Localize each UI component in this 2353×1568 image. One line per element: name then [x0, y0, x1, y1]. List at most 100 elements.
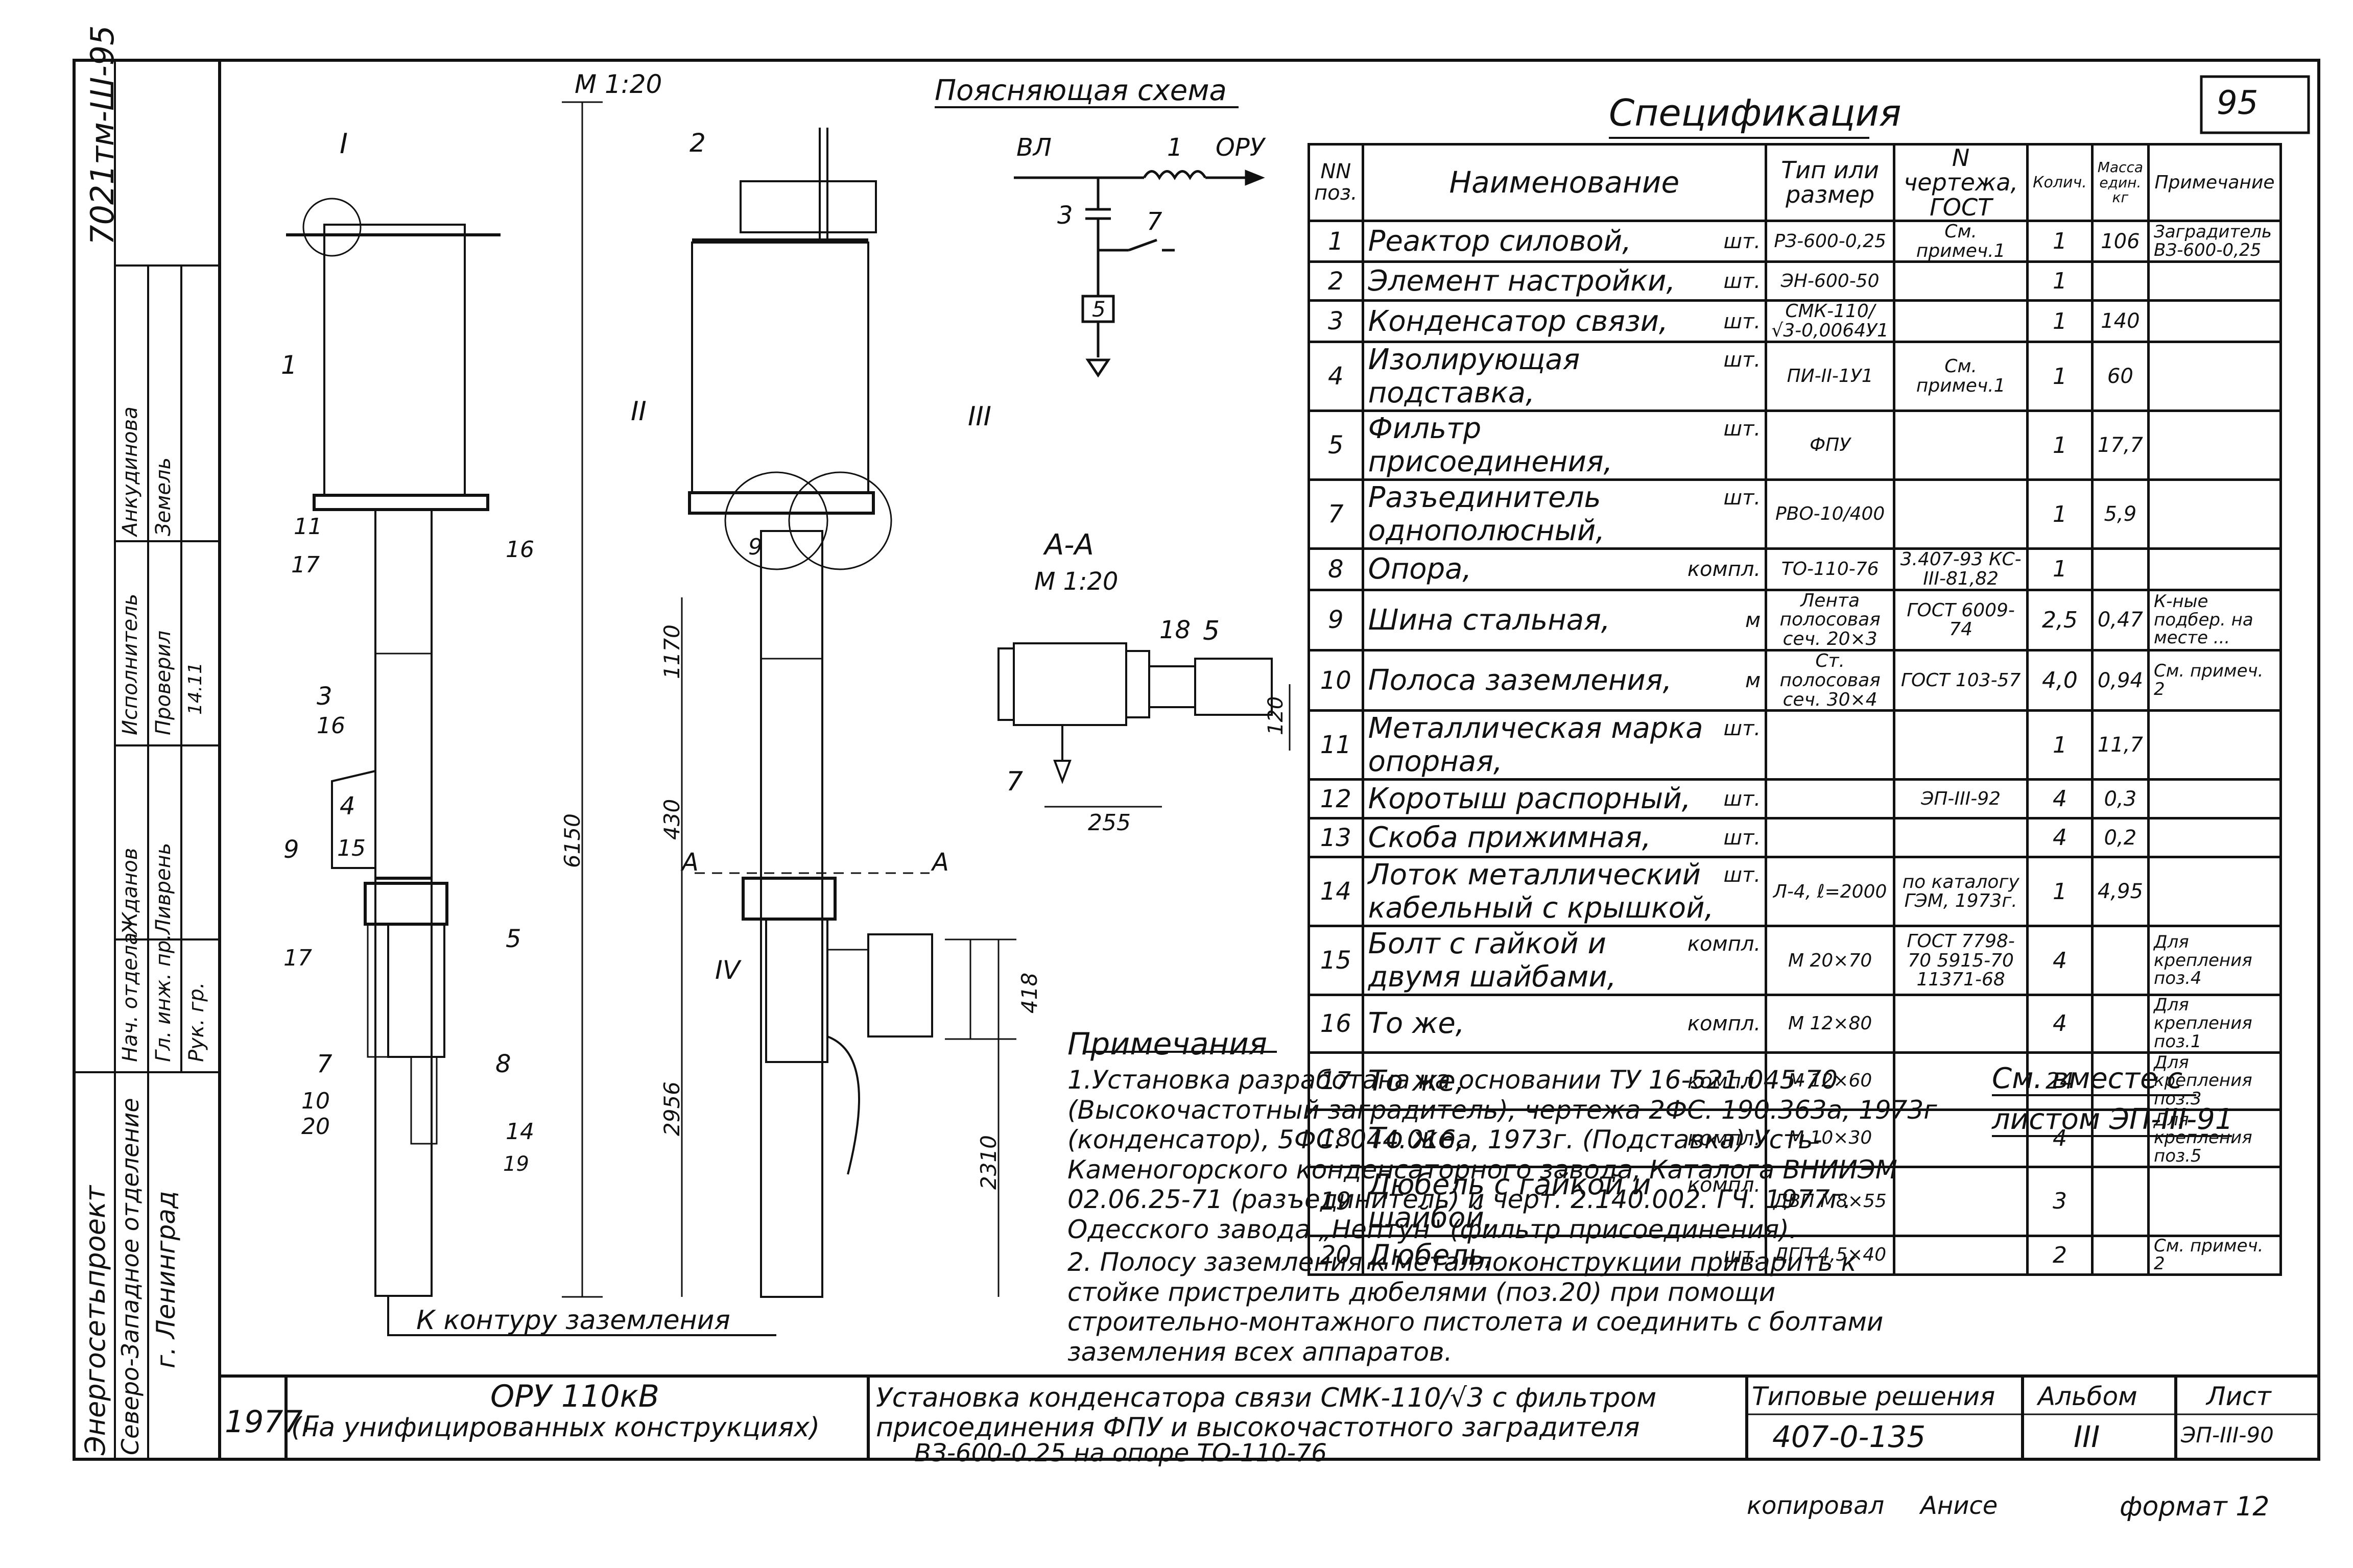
- section-dim-120: 120: [1264, 696, 1288, 735]
- spec-cell-note: [2147, 709, 2282, 781]
- spec-item-unit: шт.: [1723, 270, 1761, 294]
- spec-cell-name: шт.Лоток металлический кабельный с крышк…: [1361, 856, 1768, 928]
- stamp-role-1: Нач. отдела: [118, 932, 142, 1062]
- spec-cell-name: шт.Металлическая марка опорная,: [1361, 709, 1768, 781]
- spec-cell-note: [2147, 547, 2282, 591]
- spec-cell-note: См. примеч. 2: [2147, 649, 2282, 712]
- spec-cell-qty: 4: [2026, 778, 2094, 820]
- section-mark-a-left: A: [682, 848, 699, 877]
- album-label: Альбом: [2038, 1382, 2137, 1411]
- spec-header-qty: Колич.: [2026, 143, 2094, 222]
- spec-cell-gost: [1893, 709, 2029, 781]
- spec-cell-no: 16: [1308, 994, 1364, 1054]
- spec-cell-no: 2: [1308, 260, 1364, 302]
- spec-item-unit: шт.: [1723, 348, 1761, 372]
- spec-cell-type: РЗ-600-0,25: [1765, 219, 1896, 263]
- spec-cell-mass: 0,94: [2090, 649, 2150, 712]
- spec-cell-no: 3: [1308, 299, 1364, 344]
- callout-I: I: [340, 128, 348, 160]
- spec-title: Спецификация: [1609, 91, 1902, 134]
- spec-header-name: Наименование: [1361, 143, 1768, 222]
- spec-cell-no: 9: [1308, 588, 1364, 652]
- label-pos-8: 8: [495, 1050, 511, 1078]
- spec-cell-qty: 4,0: [2026, 649, 2094, 712]
- main-scale: М 1:20: [575, 69, 662, 99]
- spec-cell-gost: [1893, 1165, 2029, 1237]
- spec-cell-note: [2147, 341, 2282, 413]
- spec-cell-name: шт.Разъединитель однополюсный,: [1361, 478, 1768, 550]
- spec-cell-type: ПИ-II-1У1: [1765, 341, 1896, 413]
- note-1: 1.Установка разработана на основании ТУ …: [1067, 1065, 1937, 1244]
- spec-item-name: Шина стальная,: [1368, 603, 1610, 637]
- spec-cell-mass: [2090, 1234, 2150, 1276]
- sheet-number-box: [2200, 75, 2310, 134]
- section-title: А-А: [1044, 528, 1094, 562]
- front-view: [286, 101, 603, 1298]
- spec-cell-mass: 0,47: [2090, 588, 2150, 652]
- spec-header-gost: N чертежа, ГОСТ: [1893, 143, 2029, 222]
- spec-cell-type: М 10×30: [1765, 1108, 1896, 1168]
- label-pos-1: 1: [281, 350, 297, 380]
- album-number: III: [2074, 1419, 2100, 1454]
- spec-cell-type: М 20×70: [1765, 925, 1896, 997]
- spec-cell-mass: 11,7: [2090, 709, 2150, 781]
- spec-cell-gost: по каталогу ГЭМ, 1973г.: [1893, 856, 2029, 928]
- spec-cell-note: Заградитель ВЗ-600-0,25: [2147, 219, 2282, 263]
- stamp-role-3: Рук. гр.: [185, 982, 208, 1062]
- notes-title: Примечания: [1067, 1026, 1267, 1062]
- schema-pos-3: 3: [1057, 201, 1073, 230]
- section-aa-drawing: [997, 642, 1291, 808]
- spec-item-name: Полоса заземления,: [1368, 664, 1672, 697]
- spec-item-name: Конденсатор связи,: [1368, 304, 1668, 338]
- spec-item-unit: компл.: [1687, 1069, 1761, 1093]
- label-pos-14: 14: [506, 1119, 534, 1145]
- section-pos-5: 5: [1203, 616, 1220, 646]
- spec-cell-no: 10: [1308, 649, 1364, 712]
- spec-cell-type: СМК-110/√3-0,0064У1: [1765, 299, 1896, 344]
- dim-6150: 6150: [560, 813, 585, 868]
- label-pos-19: 19: [503, 1152, 529, 1176]
- spec-cell-mass: [2090, 925, 2150, 997]
- spec-cell-name: шт.Реактор силовой,: [1361, 219, 1768, 263]
- spec-item-unit: шт.: [1723, 309, 1761, 333]
- see-also-line-1: См. вместе с: [1992, 1062, 2183, 1095]
- spec-cell-qty: 2: [2026, 1234, 2094, 1276]
- spec-cell-note: [2147, 260, 2282, 302]
- spec-item-unit: компл.: [1687, 1173, 1761, 1197]
- spec-cell-name: компл.Болт с гайкой и двумя шайбами,: [1361, 925, 1768, 997]
- section-pos-7: 7: [1006, 766, 1024, 797]
- sheet-frame: [73, 59, 2320, 1461]
- schema-pos-5: 5: [1092, 297, 1106, 322]
- label-pos-16-top: 16: [506, 537, 534, 563]
- spec-cell-type: РВО-10/400: [1765, 478, 1896, 550]
- spec-item-unit: шт.: [1723, 230, 1761, 254]
- spec-cell-qty: 4: [2026, 817, 2094, 859]
- spec-item-name: Лоток металлический кабельный с крышкой,: [1368, 858, 1714, 925]
- stamp-name-4: Анкудинова: [118, 406, 142, 536]
- spec-cell-no: 7: [1308, 478, 1364, 550]
- spec-header-type: Тип или размер: [1765, 143, 1896, 222]
- spec-cell-no: 8: [1308, 547, 1364, 591]
- spec-cell-qty: 1: [2026, 299, 2094, 344]
- spec-cell-qty: 1: [2026, 260, 2094, 302]
- spec-cell-no: 11: [1308, 709, 1364, 781]
- copied-label: копировал: [1747, 1491, 1885, 1520]
- spec-item-unit: компл.: [1687, 932, 1761, 956]
- spec-cell-name: шт.Дюбель,: [1361, 1234, 1768, 1276]
- spec-cell-no: 1: [1308, 219, 1364, 263]
- spec-cell-qty: 4: [2026, 994, 2094, 1054]
- spec-cell-type: Лента полосовая сеч. 20×3: [1765, 588, 1896, 652]
